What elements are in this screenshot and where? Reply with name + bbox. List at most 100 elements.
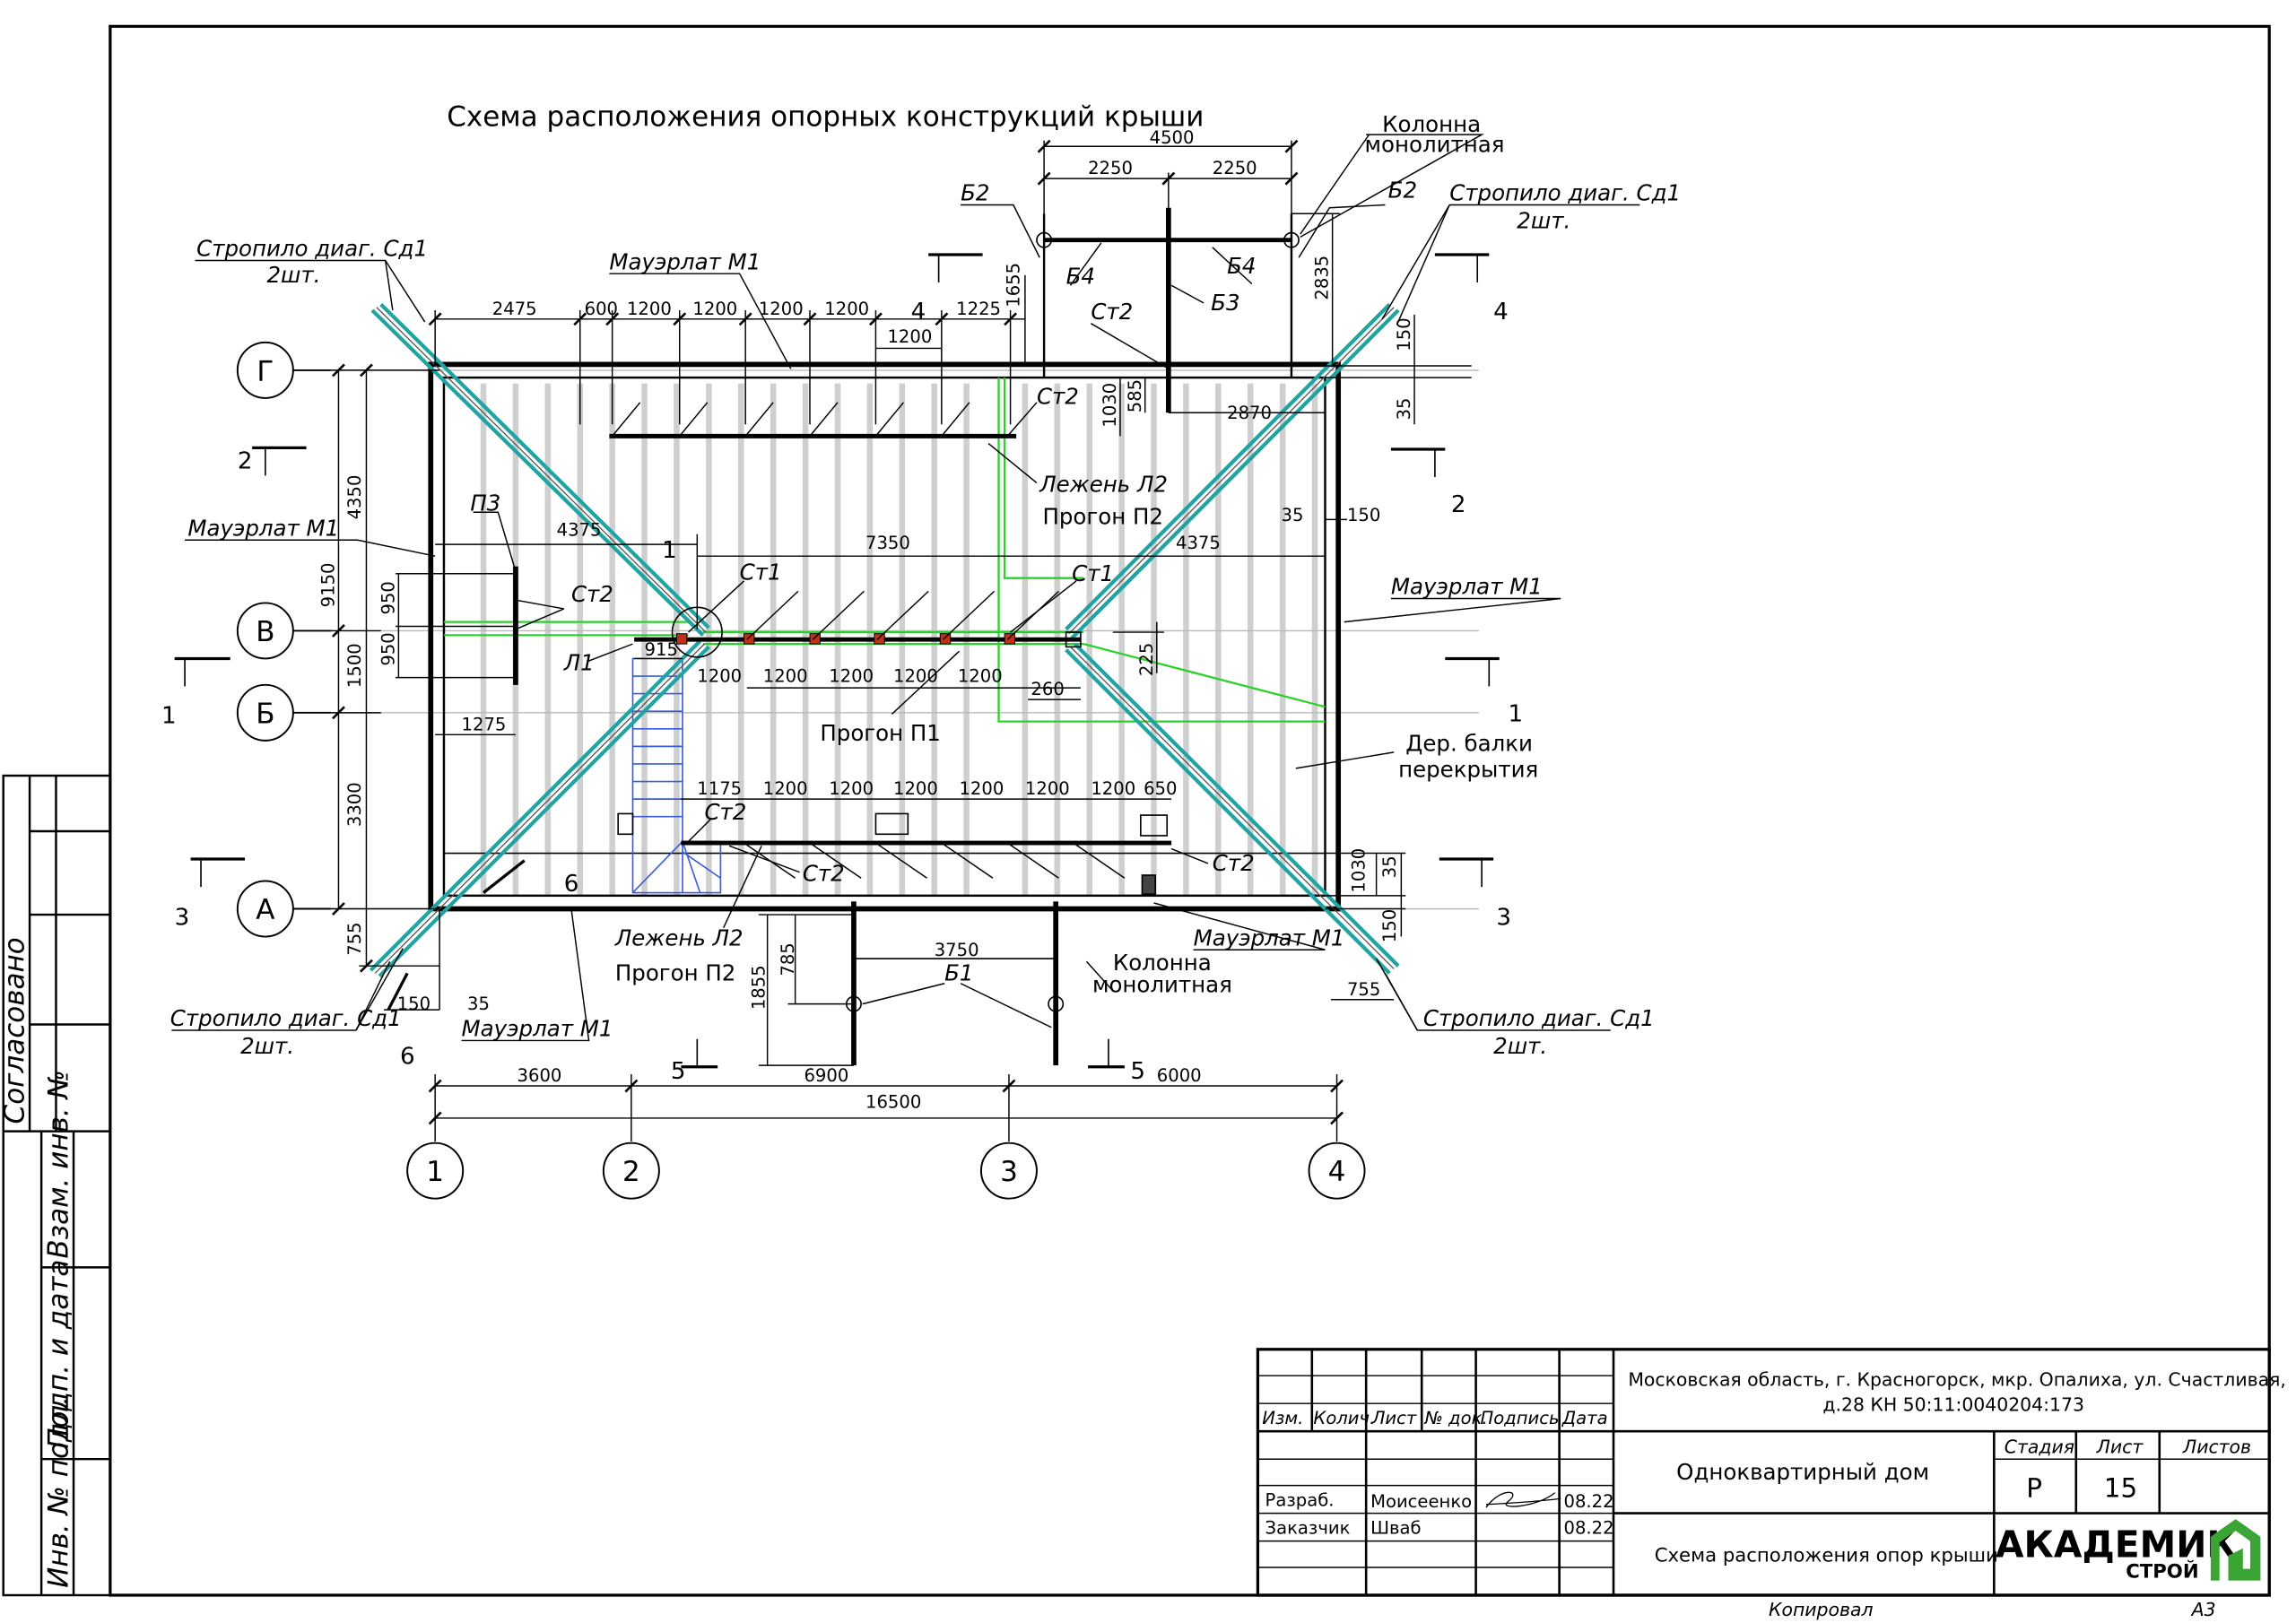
side-stamp [2, 774, 112, 1597]
strop-br-qty: 2шт. [1493, 1033, 1547, 1059]
dim-35-rb: 35 [1379, 855, 1400, 878]
tb-object: Одноквартирный дом [1676, 1459, 1929, 1485]
title-block-headers: Изм. Колич. Лист № док. Подпись Дата [1262, 1408, 1607, 1428]
dim-755-l: 755 [344, 922, 365, 955]
dim-650: 650 [1144, 778, 1177, 799]
mauer-bottom-right: Мауэрлат М1 [1194, 924, 1345, 950]
sheet-frame [109, 24, 2271, 1597]
dim-1200-m3: 1200 [829, 666, 874, 687]
p3-label: П3 [470, 490, 500, 516]
b4-right: Б4 [1227, 253, 1256, 279]
b4-left: Б4 [1066, 264, 1095, 290]
tb-format: А3 [2190, 1599, 2216, 1620]
strop-bl-qty: 2шт. [240, 1033, 294, 1059]
tb-kopiroval: Копировал [1769, 1599, 1873, 1620]
dim-1200-b3: 1200 [893, 778, 938, 799]
der-balki-2: перекрытия [1398, 757, 1538, 783]
dim-150-r1: 150 [1347, 505, 1380, 525]
dim-1200-m5: 1200 [958, 666, 1003, 687]
sec-5-a: 5 [671, 1058, 686, 1085]
b2-left: Б2 [961, 180, 989, 206]
tb-row2-date: 08.22 [1564, 1517, 1614, 1538]
axis-V: В [256, 616, 274, 648]
dim-785: 785 [778, 942, 798, 976]
tb-row1-date: 08.22 [1564, 1491, 1614, 1512]
dim-ticks [331, 139, 1344, 1125]
tb-listov-h: Листов [2182, 1436, 2251, 1458]
dim-4500: 4500 [1150, 127, 1195, 148]
dim-1200-m1: 1200 [697, 666, 742, 687]
dim-35-rt: 35 [1394, 397, 1414, 420]
sec-3-right: 3 [1496, 904, 1511, 931]
dim-1200-m2: 1200 [763, 666, 808, 687]
dim-915: 915 [645, 639, 678, 660]
axis-A: А [256, 894, 274, 926]
st2-bottom-b: Ст2 [803, 861, 845, 887]
dim-2250-b: 2250 [1213, 158, 1257, 178]
diagonal-rafters-core [374, 307, 1395, 974]
dim-9150: 9150 [318, 562, 339, 607]
dim-600: 600 [585, 299, 618, 319]
dim-1225: 1225 [956, 299, 1001, 319]
mauer-left: Мауэрлат М1 [187, 515, 339, 541]
dim-4375-l: 4375 [557, 519, 602, 540]
dim-1200-t5: 1200 [887, 326, 932, 347]
side-vzam: Взам. инв. № [43, 1070, 75, 1258]
logo-text-1: АКАДЕМИК [1996, 1523, 2237, 1567]
strop-tr: Стропило диаг. Сд1 [1449, 180, 1681, 206]
axis-3: 3 [1000, 1156, 1018, 1188]
title-block-rows: Разраб. Моисеенко 08.22 Заказчик Шваб 08… [1265, 1489, 1614, 1538]
mauer-bottom-left: Мауэрлат М1 [462, 1016, 613, 1042]
dim-755-br: 755 [1347, 979, 1380, 1000]
progon-top: Прогон П2 [1042, 503, 1162, 529]
dim-1200-t3: 1200 [759, 299, 804, 319]
dim-1200-t2: 1200 [692, 299, 737, 319]
dim-1200-b1: 1200 [763, 778, 808, 799]
dim-2870: 2870 [1227, 403, 1272, 423]
st2-bottom-a: Ст2 [704, 799, 746, 825]
axis-bubbles [236, 341, 1366, 1200]
dim-150-rt: 150 [1394, 317, 1414, 351]
dim-4375-r: 4375 [1176, 533, 1221, 553]
labels: Стропило диаг. Сд1 2шт. Стропило диаг. С… [170, 111, 1681, 1059]
sec-5-b: 5 [1130, 1058, 1145, 1085]
sec-1-left: 1 [161, 702, 177, 729]
diagonal-rafters [369, 302, 1400, 978]
kolonna-bot-2: монолитная [1092, 972, 1232, 998]
tb-data: Дата [1561, 1408, 1608, 1428]
dim-1500: 1500 [344, 643, 365, 688]
tb-list-h: Лист [2096, 1436, 2144, 1458]
st2-left: Ст2 [571, 581, 613, 607]
tb-row2-name: Шваб [1370, 1517, 1422, 1538]
axis-2: 2 [622, 1156, 640, 1188]
axis-1: 1 [426, 1156, 444, 1188]
dimension-text-vertical: 1655 2835 585 1030 150 35 4350 9150 950 … [318, 256, 1415, 1010]
dim-1275: 1275 [462, 714, 507, 734]
dim-950-b: 950 [378, 632, 398, 665]
st1-b: Ст1 [1072, 560, 1114, 586]
logo-text-2: СТРОЙ [2126, 1559, 2198, 1583]
dim-150-bl: 150 [397, 994, 430, 1014]
leaders [171, 134, 1640, 1042]
dim-1030-t: 1030 [1100, 383, 1120, 428]
posts-st1 [675, 633, 1015, 645]
sec-3-left: 3 [175, 904, 190, 931]
st2-top: Ст2 [1037, 383, 1079, 409]
st2-bottom-c: Ст2 [1213, 850, 1255, 876]
sec-2-right: 2 [1451, 491, 1466, 518]
strop-tl: Стропило диаг. Сд1 [196, 236, 428, 262]
walls [428, 361, 1342, 912]
dim-1175: 1175 [697, 778, 742, 799]
sec-4-top: 4 [911, 299, 926, 325]
green-outlines [443, 378, 1326, 723]
kolonna-bot-1: Колонна [1113, 950, 1212, 976]
title-block-main: Московская область, г. Красногорск, мкр.… [1628, 1369, 2286, 1620]
tb-row2-role: Заказчик [1265, 1517, 1351, 1538]
house-logo-icon [2210, 1519, 2261, 1581]
dim-260: 260 [1031, 679, 1064, 699]
tb-podpis: Подпись [1480, 1408, 1559, 1428]
dim-6900: 6900 [804, 1065, 848, 1086]
dim-1200-t1: 1200 [627, 299, 672, 319]
dim-1200-m4: 1200 [893, 666, 938, 687]
strop-tr-qty: 2шт. [1517, 208, 1570, 234]
